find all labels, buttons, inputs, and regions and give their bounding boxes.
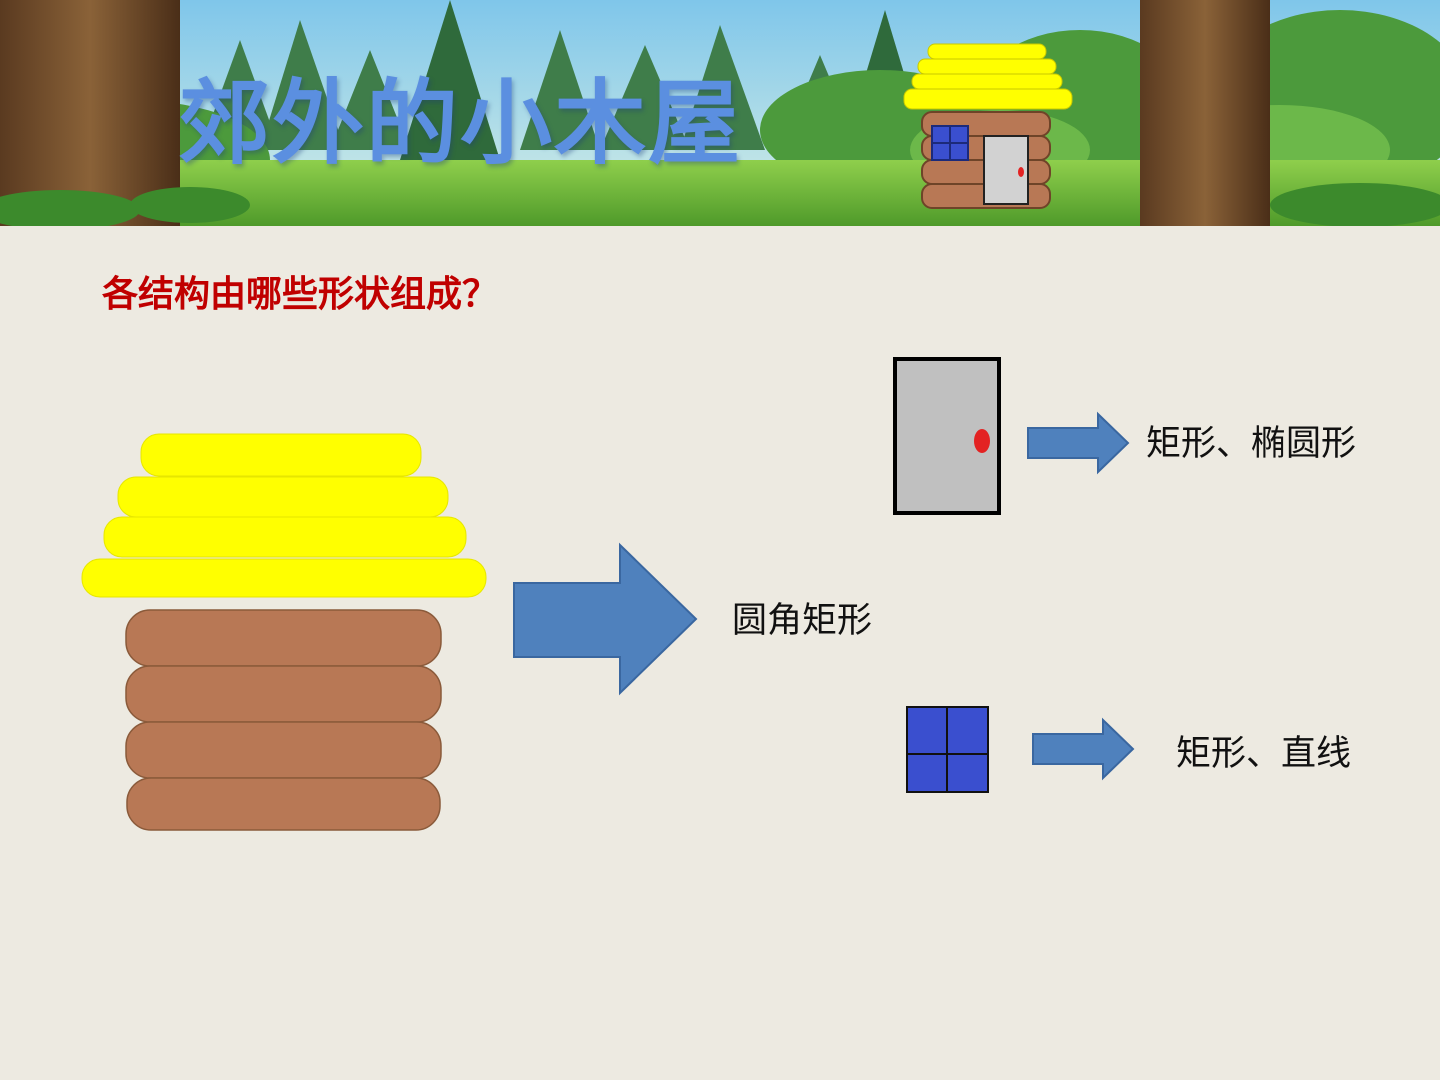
window-shape (906, 706, 989, 793)
forest-scene-illustration (0, 0, 1440, 226)
window-shapes-label: 矩形、直线 (1176, 734, 1352, 774)
door-arrow-icon (1027, 411, 1130, 475)
forest-banner: 郊外的小木屋 (0, 0, 1440, 226)
cabin-illustration (903, 43, 1073, 209)
doorknob-ellipse (974, 429, 990, 453)
big-arrow-icon (513, 542, 698, 696)
roof-layer-1 (140, 433, 422, 477)
door-shape (893, 357, 1001, 515)
question-heading: 各结构由哪些形状组成？ (102, 274, 499, 315)
rounded-rectangle-label: 圆角矩形 (732, 601, 873, 641)
door-shapes-label: 矩形、椭圆形 (1146, 424, 1357, 464)
log-2 (125, 665, 442, 723)
log-4 (126, 777, 441, 831)
roof-layer-2 (117, 476, 449, 518)
window-arrow-icon (1032, 717, 1135, 781)
roof-layer-4 (81, 558, 487, 598)
log-3 (125, 721, 442, 779)
log-1 (125, 609, 442, 667)
roof-shapes (81, 433, 487, 598)
slide-title: 郊外的小木屋 (178, 70, 743, 177)
roof-layer-3 (103, 516, 467, 558)
log-wall-shapes (125, 609, 442, 831)
